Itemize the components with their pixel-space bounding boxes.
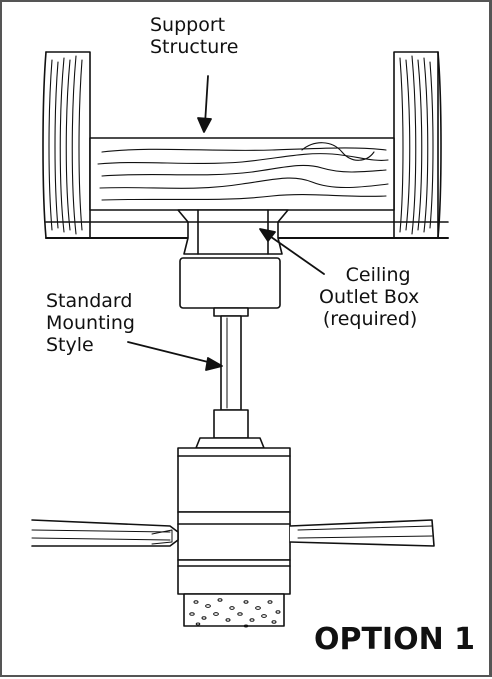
outlet-box [177, 209, 289, 255]
outlet-box-label: Ceiling Outlet Box (required) [319, 264, 419, 330]
motor-housing [177, 409, 291, 595]
support-arrow [197, 75, 212, 133]
light-glass [183, 593, 285, 628]
mounting-style-label: Standard Mounting Style [46, 290, 135, 356]
mount-label-line2: Mounting [46, 312, 135, 334]
fan-blades [31, 519, 435, 547]
downrod [220, 315, 242, 411]
canopy [179, 257, 281, 317]
support-structure-label: Support Structure [150, 14, 238, 58]
support-brace [89, 137, 395, 211]
support-label-line1: Support [150, 14, 226, 36]
left-joist [42, 51, 91, 239]
option-title: OPTION 1 [313, 622, 475, 657]
box-label-line3: (required) [322, 308, 418, 330]
box-label-line1: Ceiling [345, 264, 411, 286]
glass-texture [189, 598, 281, 628]
leader-arrows [127, 75, 325, 371]
support-label-line2: Structure [150, 36, 239, 58]
box-label-line2: Outlet Box [319, 286, 420, 308]
mount-arrow [127, 341, 223, 371]
mount-label-line3: Style [46, 334, 94, 356]
right-joist [393, 51, 442, 239]
box-arrow [259, 228, 325, 275]
mount-label-line1: Standard [46, 290, 133, 312]
